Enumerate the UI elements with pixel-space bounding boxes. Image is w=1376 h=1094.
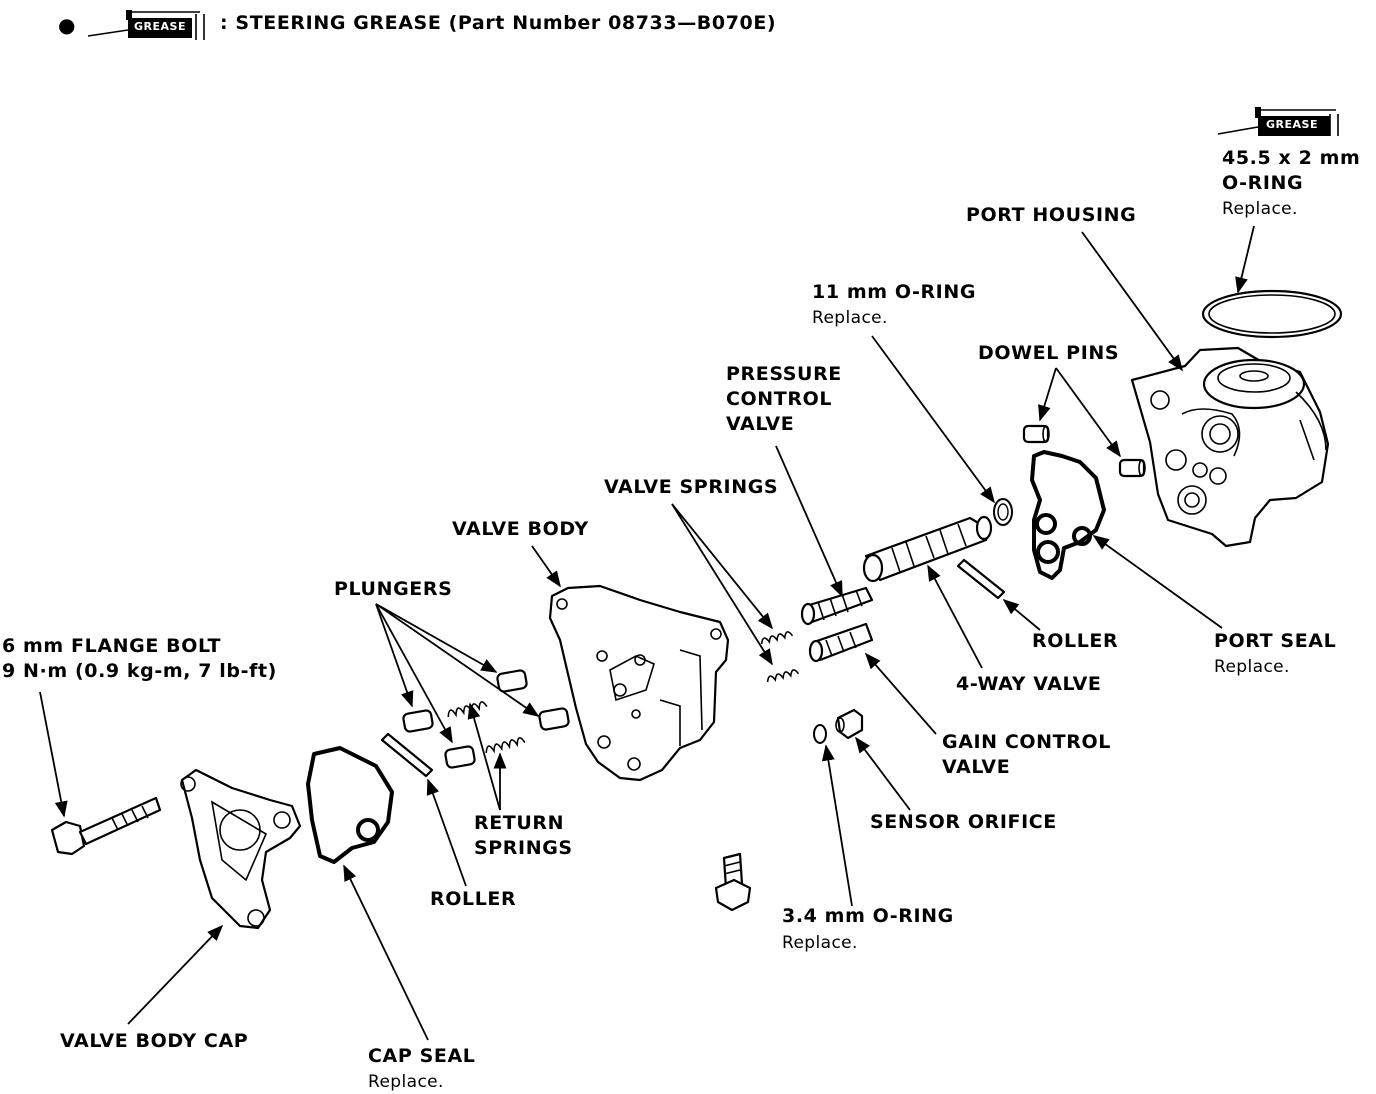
note-oring-45mm: Replace. (1222, 199, 1298, 219)
label-roller-left: ROLLER (430, 888, 517, 910)
label-flange-bolt-line1: 6 mm FLANGE BOLT (2, 635, 222, 657)
gain-control-valve (808, 622, 874, 663)
label-flange-bolt: 6 mm FLANGE BOLT 9 N·m (0.9 kg-m, 7 lb-f… (2, 634, 277, 684)
label-dowel-pins: DOWEL PINS (978, 342, 1120, 364)
note-cap-seal: Replace. (368, 1072, 444, 1092)
roller-left (380, 732, 434, 778)
cap-seal (306, 746, 394, 864)
label-oring-45mm-line1: 45.5 x 2 mm (1222, 147, 1361, 169)
label-four-way-valve: 4-WAY VALVE (956, 673, 1102, 695)
roller-right (956, 558, 1006, 600)
valve-body (548, 584, 730, 782)
note-oring-3-4mm: Replace. (782, 933, 858, 953)
grease-gun-icon-oring (1217, 107, 1339, 136)
label-plungers: PLUNGERS (334, 578, 453, 600)
label-cap-seal: CAP SEAL (368, 1045, 476, 1067)
label-gain-control-line1: GAIN CONTROL (942, 731, 1111, 753)
legend-text: : STEERING GREASE (Part Number 08733—B07… (220, 12, 777, 34)
grease-gun-icon (87, 10, 205, 40)
valve-springs (760, 631, 800, 683)
small-o-ring-11mm (993, 498, 1013, 526)
note-oring-11mm: Replace. (812, 308, 888, 328)
label-pressure-control-line3: VALVE (726, 413, 795, 435)
valve-body-cap (180, 768, 302, 930)
label-pressure-control-line1: PRESSURE (726, 363, 842, 385)
label-return-springs: RETURN SPRINGS (474, 811, 573, 861)
port-housing (1130, 346, 1330, 548)
label-port-seal: PORT SEAL (1214, 630, 1337, 652)
label-gain-control-valve: GAIN CONTROL VALVE (942, 730, 1111, 780)
dowel-pins (1022, 424, 1146, 478)
small-o-ring-3-4mm (813, 724, 827, 744)
return-springs (447, 701, 526, 754)
sensor-orifice (835, 708, 864, 740)
four-way-valve (862, 515, 993, 583)
label-oring-3-4mm: 3.4 mm O-RING (782, 905, 954, 927)
label-oring-45mm: 45.5 x 2 mm O-RING (1222, 146, 1360, 196)
label-pressure-control-line2: CONTROL (726, 388, 833, 410)
label-oring-45mm-line2: O-RING (1222, 172, 1304, 194)
label-valve-body: VALVE BODY (452, 518, 589, 540)
small-bolt (714, 852, 752, 912)
note-port-seal: Replace. (1214, 657, 1290, 677)
label-roller-right: ROLLER (1032, 630, 1119, 652)
label-sensor-orifice: SENSOR ORIFICE (870, 811, 1057, 833)
label-gain-control-line2: VALVE (942, 756, 1011, 778)
label-return-springs-line2: SPRINGS (474, 837, 573, 859)
port-seal (1030, 450, 1106, 580)
label-oring-11mm: 11 mm O-RING (812, 281, 977, 303)
label-flange-bolt-line2: 9 N·m (0.9 kg-m, 7 lb-ft) (2, 660, 277, 682)
plungers (402, 669, 570, 769)
legend-bullet: ● (58, 13, 77, 37)
leader-lines (39, 225, 1255, 1041)
large-o-ring (1201, 289, 1343, 339)
grease-icon-text-oring: GREASE (1266, 118, 1318, 131)
label-valve-springs: VALVE SPRINGS (604, 476, 779, 498)
label-pressure-control-valve: PRESSURE CONTROL VALVE (726, 362, 842, 437)
label-return-springs-line1: RETURN (474, 812, 565, 834)
legend-icon-text: GREASE (134, 20, 186, 33)
label-valve-body-cap: VALVE BODY CAP (60, 1030, 249, 1052)
label-port-housing: PORT HOUSING (966, 204, 1137, 226)
flange-bolt (50, 796, 162, 856)
pressure-control-valve (800, 586, 874, 626)
